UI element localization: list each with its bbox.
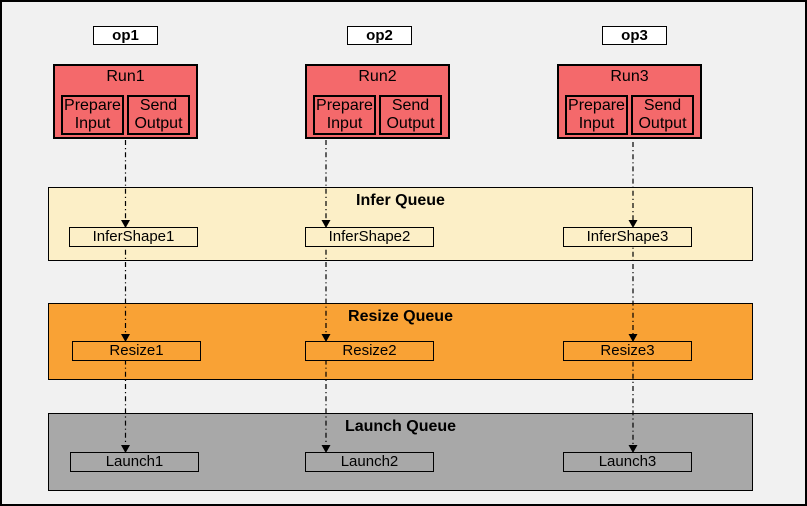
run2-send-output-box: Send Output: [379, 95, 442, 135]
launch1-box: Launch1: [70, 452, 199, 472]
op3-label: op3: [602, 26, 667, 45]
infershape2-box: InferShape2: [305, 227, 434, 247]
run2-prepare-input-box: Prepare Input: [313, 95, 376, 135]
infer-queue-band: Infer Queue: [48, 187, 753, 261]
launch-queue-title: Launch Queue: [344, 418, 457, 435]
run1-send-output-box: Send Output: [127, 95, 190, 135]
launch3-box: Launch3: [563, 452, 692, 472]
infer-queue-title: Infer Queue: [356, 192, 445, 209]
op1-label: op1: [93, 26, 158, 45]
op2-label: op2: [347, 26, 412, 45]
launch2-box: Launch2: [305, 452, 434, 472]
run1-box: Run1 Prepare Input Send Output: [53, 64, 198, 139]
resize1-box: Resize1: [72, 341, 201, 361]
resize3-box: Resize3: [563, 341, 692, 361]
run3-box: Run3 Prepare Input Send Output: [557, 64, 702, 139]
run3-send-output-box: Send Output: [631, 95, 694, 135]
run3-title: Run3: [610, 68, 649, 85]
resize-queue-title: Resize Queue: [348, 308, 453, 325]
run2-title: Run2: [358, 68, 397, 85]
run2-box: Run2 Prepare Input Send Output: [305, 64, 450, 139]
run3-prepare-input-box: Prepare Input: [565, 95, 628, 135]
infershape3-box: InferShape3: [563, 227, 692, 247]
resize2-box: Resize2: [305, 341, 434, 361]
run1-title: Run1: [106, 68, 145, 85]
infershape1-box: InferShape1: [69, 227, 198, 247]
run1-prepare-input-box: Prepare Input: [61, 95, 124, 135]
